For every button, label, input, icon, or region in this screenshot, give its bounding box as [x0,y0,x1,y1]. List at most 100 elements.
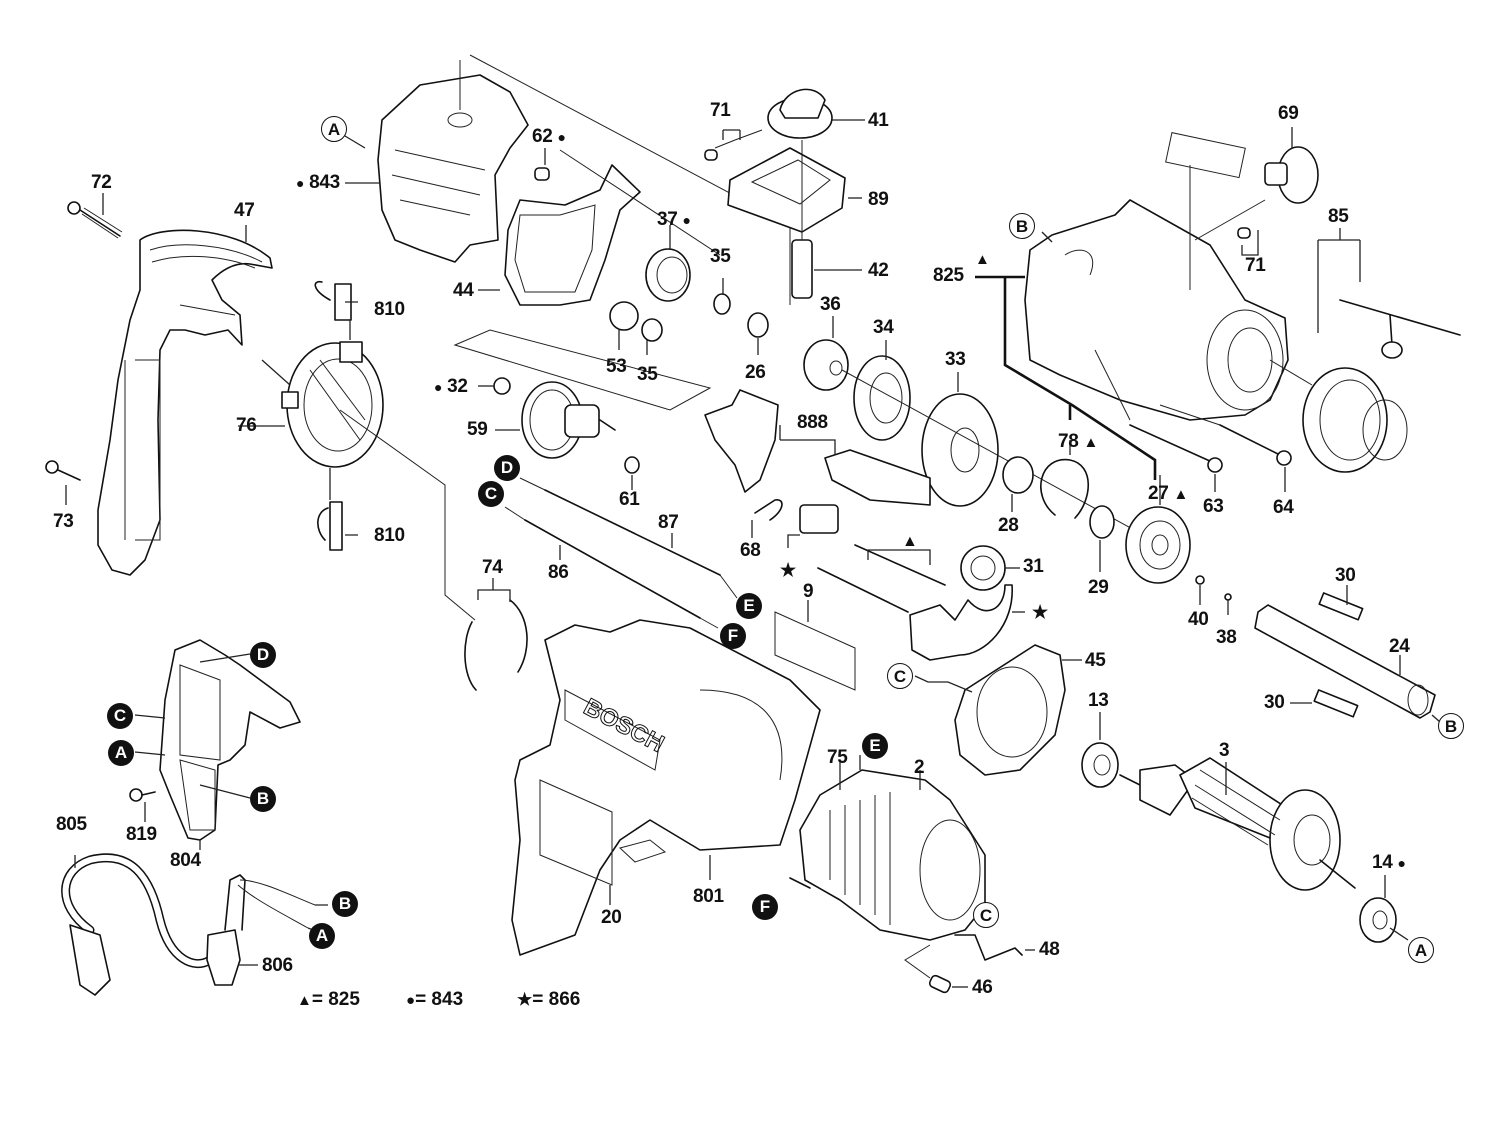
part-label-73: 73 [53,511,74,532]
screw-819 [129,788,156,802]
part-label-33: 33 [945,349,966,370]
legend-item-843: ●= 843 [406,989,464,1010]
gearbox-housing-part [377,60,529,263]
part-label-810-top: 810 [374,299,405,320]
part-label-32: ● 32 [434,376,468,397]
part-label-806: 806 [262,955,293,976]
key-30-top [1318,592,1364,621]
triangle-marker-icon: ▲ [975,251,990,268]
chuck-key-85 [1339,299,1461,359]
part-label-38: 38 [1216,627,1237,648]
connector-marker-a-bearing: A [1408,937,1434,963]
bearing-13 [1081,742,1119,788]
circle-icon: ● [406,992,416,1009]
wire-87 [544,489,721,576]
part-label-53: 53 [606,356,627,377]
washer-31 [960,545,1006,591]
part-label-62: 62 ● [532,126,566,147]
part-label-76: 76 [236,415,257,436]
part-label-805: 805 [56,814,87,835]
connector-marker-a-top: A [321,116,347,142]
shift-fork-star [909,584,1013,661]
switch-804 [159,639,301,841]
part-label-47: 47 [234,200,255,221]
gear-shaft-59 [521,381,616,459]
rod-upper [854,544,946,586]
connector-marker-b-cord: B [332,891,358,917]
connector-marker-f-stator: F [752,894,778,920]
collar-36 [803,339,849,391]
part-label-63: 63 [1203,496,1224,517]
eccentric-pin-42 [791,239,813,299]
connector-marker-f-wire: F [720,623,746,649]
part-label-35-mid: 35 [637,364,658,385]
part-label-34: 34 [873,317,894,338]
clip-74-left [464,621,477,691]
part-label-85: 85 [1328,206,1349,227]
legend-item-866: ★= 866 [517,989,581,1010]
star-marker-slider: ★ [780,560,797,580]
part-label-44: 44 [453,280,474,301]
washer-28 [1002,456,1034,494]
part-label-13: 13 [1088,690,1109,711]
legend-item-825: ▲= 825 [297,989,360,1010]
rod-lower [817,567,909,613]
pin-71 [704,149,718,161]
part-label-37: 37 ● [657,209,691,230]
washer-53 [609,301,639,331]
gear-housing-825 [1024,132,1289,421]
screw-46 [928,974,952,994]
part-label-71-left: 71 [710,100,731,121]
part-label-30-top: 30 [1335,565,1356,586]
selector-frame-89 [727,147,846,233]
bracket-48 [954,934,1023,961]
part-label-41: 41 [868,110,889,131]
star-marker-fork: ★ [1032,602,1049,622]
star-icon: ★ [517,990,533,1009]
part-label-804: 804 [170,850,201,871]
connector-marker-d-wire: D [494,455,520,481]
part-label-24: 24 [1389,636,1410,657]
part-label-86: 86 [548,562,569,583]
triangle-icon: ▲ [297,992,312,1009]
connector-marker-c-stator: C [973,902,999,928]
part-label-78: 78 ▲ [1058,431,1099,452]
ball-bearing-27 [1125,506,1191,584]
connector-marker-c-bracket: C [887,663,913,689]
part-label-42: 42 [868,260,889,281]
connector-marker-c-wire: C [478,481,504,507]
circlip-78 [1040,458,1090,519]
part-label-74: 74 [482,557,503,578]
connector-marker-e-wire: E [736,593,762,619]
connector-marker-d-switch: D [250,642,276,668]
circle-marker-icon: ● [1397,855,1406,871]
part-label-825: 825 [933,265,964,286]
screw-73 [45,460,81,481]
connector-marker-b-spindle: B [1438,713,1464,739]
part-label-801: 801 [693,886,724,907]
part-label-2: 2 [914,757,925,778]
part-label-75: 75 [827,747,848,768]
cord-sleeve-806 [206,874,316,986]
triangle-marker-icon: ▲ [1173,486,1189,503]
triangle-marker-rods: ▲ [902,533,918,550]
brush-holder-part [281,341,384,468]
part-label-810-bottom: 810 [374,525,405,546]
part-label-45: 45 [1085,650,1106,671]
clip-74-right [509,599,528,673]
part-label-64: 64 [1273,497,1294,518]
part-label-27: 27 ▲ [1148,483,1189,504]
part-label-68: 68 [740,540,761,561]
connector-marker-b-switch: B [250,786,276,812]
circle-marker-icon: ● [434,379,443,395]
part-label-40: 40 [1188,609,1209,630]
part-label-69: 69 [1278,103,1299,124]
part-label-843: ● 843 [296,172,340,193]
brush-bottom-part [317,501,343,551]
part-label-29: 29 [1088,577,1109,598]
connector-marker-a-switch: A [108,740,134,766]
part-label-35-top: 35 [710,246,731,267]
bolt-63 [1129,424,1223,473]
part-label-20: 20 [601,907,622,928]
